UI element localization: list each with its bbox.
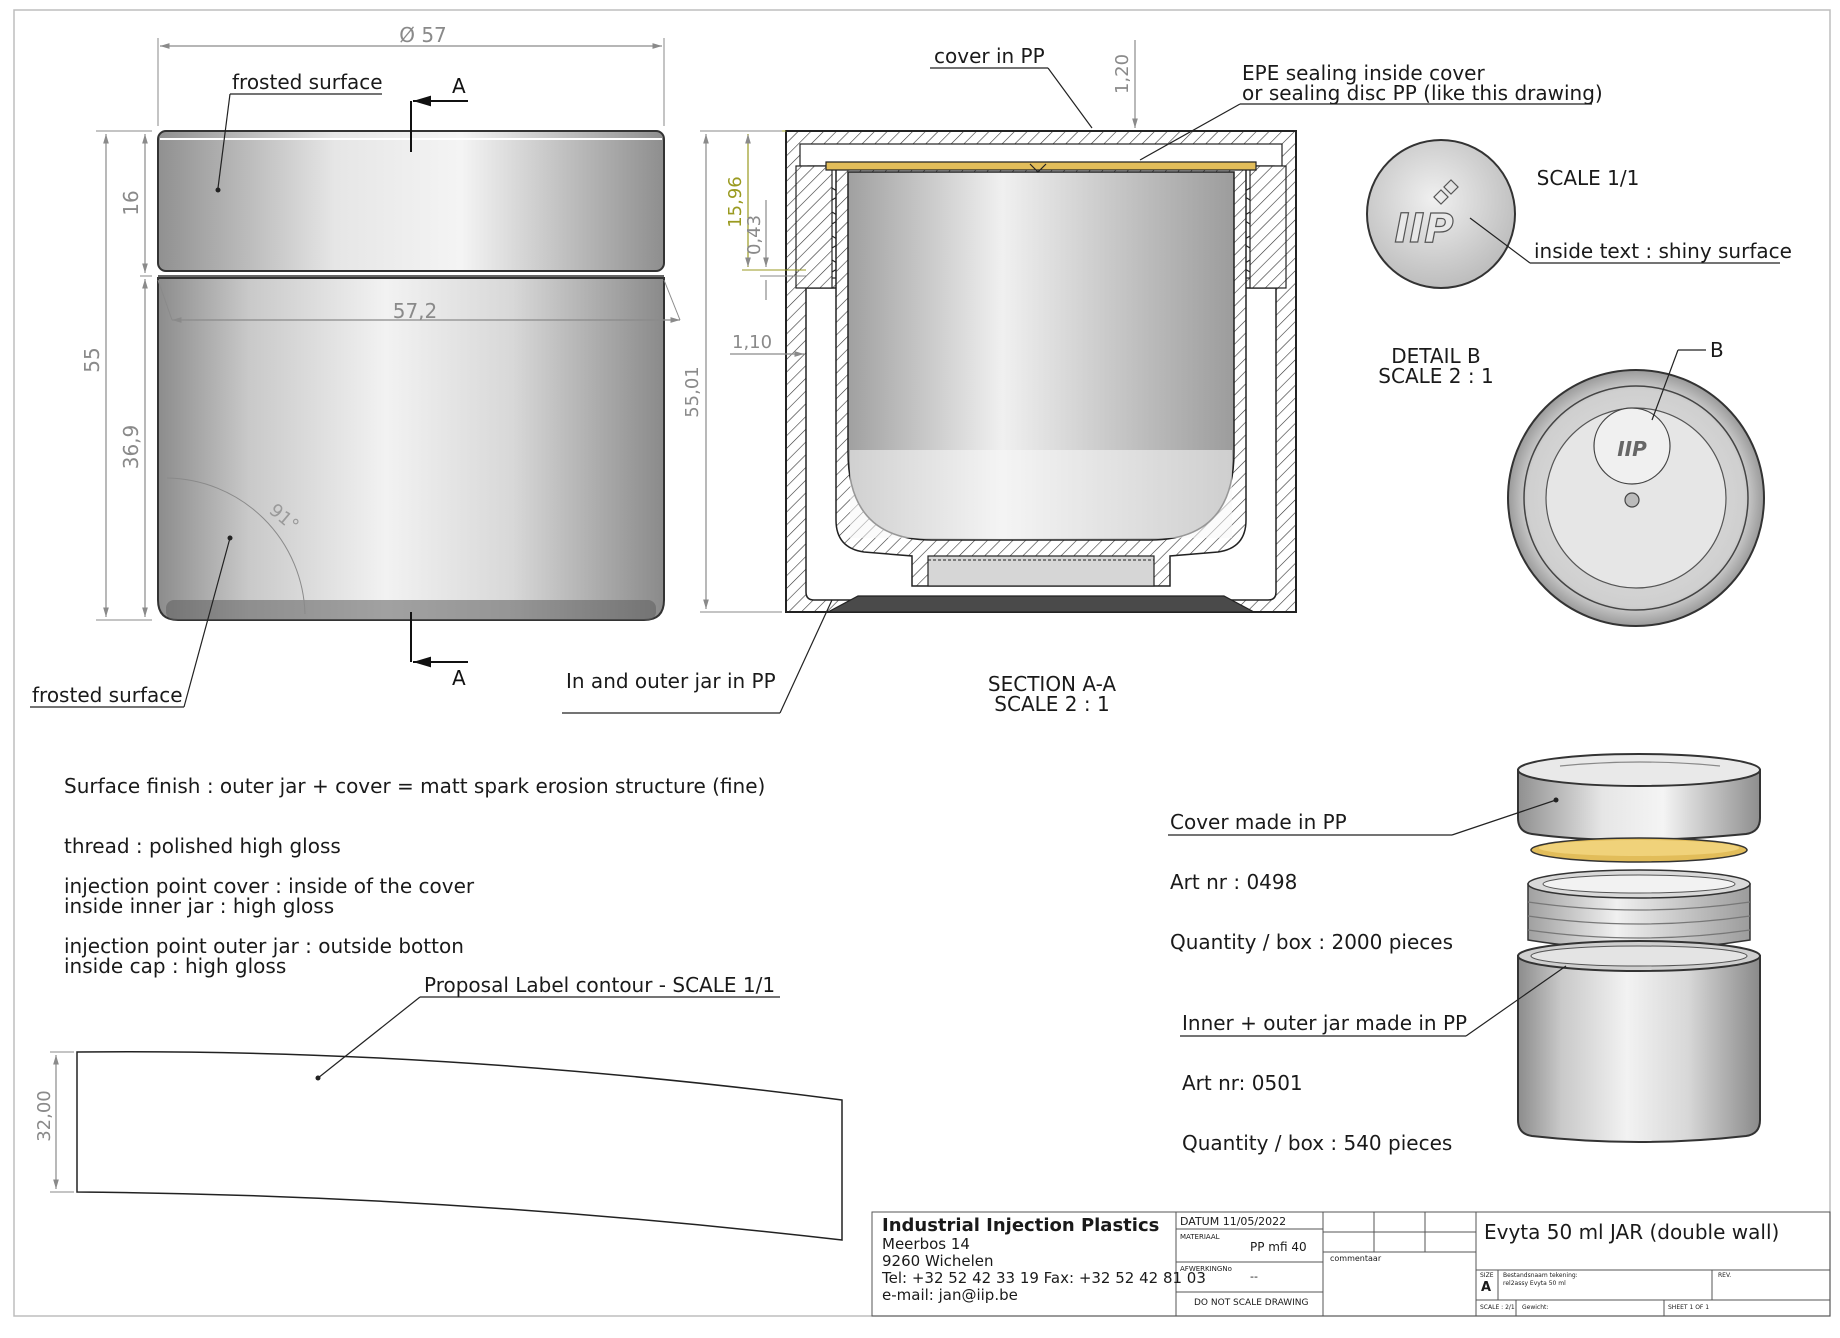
- diameter-top-label: Ø 57: [399, 23, 447, 47]
- in-outer-jar-label: In and outer jar in PP: [566, 669, 776, 693]
- surface-finish-notes: Surface finish : outer jar + cover = mat…: [64, 736, 765, 996]
- frosted-surface-top-label: frosted surface: [232, 70, 383, 94]
- weight-text: Gewicht:: [1522, 1304, 1549, 1311]
- section-mark-top: A: [452, 74, 466, 98]
- dim-1-10: 1,10: [732, 332, 772, 353]
- address-line-4: e-mail: jan@iip.be: [882, 1286, 1018, 1304]
- materiaal-value: PP mfi 40: [1250, 1240, 1307, 1254]
- dim-57-2: 57,2: [393, 299, 438, 323]
- filename-label: Bestandsnaam tekening:: [1503, 1272, 1578, 1279]
- cover-part-notes: Cover made in PP Art nr : 0498 Quantity …: [1170, 772, 1453, 972]
- address-line-2: 9260 Wichelen: [882, 1252, 994, 1270]
- filename-value: rel2assy Evyta 50 ml: [1503, 1280, 1566, 1287]
- detail-b-mark: B: [1710, 338, 1724, 362]
- size-label: SIZE: [1480, 1272, 1494, 1279]
- drawing-title: Evyta 50 ml JAR (double wall): [1484, 1220, 1780, 1244]
- dim-32-00: 32,00: [34, 1090, 55, 1142]
- exploded-cap: [1517, 753, 1761, 787]
- detail-caption-2: SCALE 2 : 1: [1378, 364, 1493, 388]
- jar-part-1: Inner + outer jar made in PP: [1182, 1011, 1468, 1035]
- afwerking-value: --: [1250, 1270, 1258, 1283]
- section-caption-2: SCALE 2 : 1: [994, 692, 1109, 716]
- do-not-scale: DO NOT SCALE DRAWING: [1194, 1298, 1309, 1308]
- logo-large: IIP: [1394, 206, 1453, 252]
- epe-line1: EPE sealing inside cover: [1242, 61, 1485, 85]
- label-contour: Proposal Label contour - SCALE 1/1 32,00: [34, 973, 843, 1241]
- sealing-disc: [825, 161, 1257, 171]
- scale-text: SCALE : 2/1: [1480, 1304, 1515, 1311]
- cover-part-1: Cover made in PP: [1170, 810, 1347, 834]
- inside-text-label: inside text : shiny surface: [1534, 239, 1792, 263]
- dim-36-9: 36,9: [119, 425, 143, 470]
- detail-b-circle: [1593, 407, 1671, 485]
- rev-label: REV.: [1718, 1272, 1732, 1279]
- company-address: Meerbos 14 9260 Wichelen Tel: +32 52 42 …: [882, 1236, 1206, 1304]
- front-view: Ø 57 57,2 16 36,9 55 91° A A frosted sur…: [30, 23, 681, 708]
- injection-notes: injection point cover : inside of the co…: [64, 836, 474, 976]
- cover-in-pp-label: cover in PP: [934, 44, 1045, 68]
- section-base: [827, 595, 1255, 613]
- company-name: Industrial Injection Plastics: [882, 1215, 1160, 1236]
- cap-top-disc: [1366, 139, 1516, 289]
- surface-note-1: Surface finish : outer jar + cover = mat…: [64, 774, 766, 798]
- dim-16: 16: [119, 190, 143, 215]
- body-base-shadow: [166, 600, 656, 620]
- jar-part-notes: Inner + outer jar made in PP Art nr: 050…: [1182, 973, 1467, 1173]
- label-contour-shape: [76, 1050, 843, 1241]
- surface-note-3: inside inner jar : high gloss: [64, 894, 335, 918]
- scale-1-1-view: IIP SCALE 1/1 inside text : shiny surfac…: [1366, 139, 1792, 289]
- exploded-view: [1168, 753, 1761, 1143]
- size-value: A: [1481, 1280, 1492, 1295]
- materiaal-label: MATERIAAL: [1180, 1233, 1220, 1241]
- sheet-text: SHEET 1 OF 1: [1668, 1304, 1710, 1311]
- front-body: [157, 277, 665, 621]
- address-line-3: Tel: +32 52 42 33 19 Fax: +32 52 42 81 0…: [882, 1269, 1206, 1287]
- cover-part-3: Quantity / box : 2000 pieces: [1170, 930, 1454, 954]
- logo-small: IIP: [1617, 437, 1647, 461]
- dim-0-43: 0,43: [744, 215, 765, 255]
- detail-caption-1: DETAIL B: [1391, 344, 1481, 368]
- jar-part-3: Quantity / box : 540 pieces: [1182, 1131, 1453, 1155]
- datum: DATUM 11/05/2022: [1180, 1215, 1287, 1228]
- epe-line2: or sealing disc PP (like this drawing): [1242, 81, 1603, 105]
- injection-note-2: injection point outer jar : outside bott…: [64, 934, 464, 958]
- section-caption-1: SECTION A-A: [988, 672, 1116, 696]
- label-contour-title: Proposal Label contour - SCALE 1/1: [424, 973, 775, 997]
- title-block-grid: [871, 1211, 1831, 1317]
- frosted-surface-bottom-label: frosted surface: [32, 683, 183, 707]
- section-mark-bottom: A: [452, 666, 466, 690]
- detail-b-view: DETAIL B SCALE 2 : 1 IIP B: [1378, 338, 1765, 627]
- cover-part-2: Art nr : 0498: [1170, 870, 1298, 894]
- injection-note-1: injection point cover : inside of the co…: [64, 874, 475, 898]
- dim-55: 55: [80, 347, 104, 372]
- surface-note-2: thread : polished high gloss: [64, 834, 341, 858]
- dim-15-96: 15,96: [725, 176, 746, 228]
- address-line-1: Meerbos 14: [882, 1235, 970, 1253]
- section-view: cover in PP 1,20 EPE sealing inside cove…: [562, 40, 1603, 716]
- dim-1-20: 1,20: [1112, 54, 1133, 94]
- dim-55-01: 55,01: [682, 366, 703, 418]
- afwerking-label: AFWERKINGNo: [1180, 1265, 1232, 1273]
- commentaar: commentaar: [1330, 1254, 1382, 1263]
- scale-1-1-label: SCALE 1/1: [1537, 166, 1640, 190]
- jar-part-2: Art nr: 0501: [1182, 1071, 1303, 1095]
- surface-note-4: inside cap : high gloss: [64, 954, 287, 978]
